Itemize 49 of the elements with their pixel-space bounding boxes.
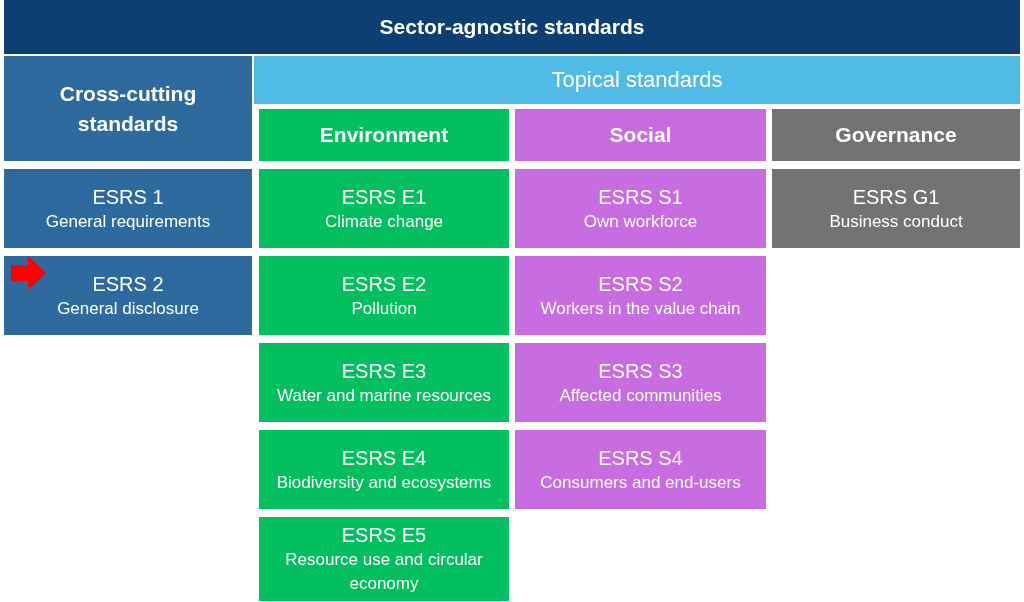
- standard-code: ESRS S2: [598, 271, 683, 297]
- standard-box: [4, 169, 252, 248]
- standard-name: Biodiversity and ecosystems: [276, 471, 492, 494]
- standard-box: [515, 256, 766, 335]
- standard-box: [259, 169, 509, 248]
- standard-code: ESRS S3: [598, 358, 683, 384]
- standard-box: [259, 517, 509, 601]
- header-bar: [4, 0, 1020, 54]
- group-box: [4, 56, 252, 161]
- heading: Cross-cutting standards: [58, 80, 198, 137]
- banner-bar: [254, 56, 1020, 104]
- standard-box: [4, 256, 252, 335]
- standard-box: [515, 169, 766, 248]
- standard-name: Pollution: [351, 297, 417, 320]
- standard-code: ESRS E5: [341, 523, 427, 548]
- heading: Social: [609, 122, 672, 148]
- heading: Topical standards: [551, 66, 723, 94]
- standard-name: Consumers and end-users: [540, 471, 741, 494]
- category-box: [515, 109, 766, 161]
- standard-code: ESRS S1: [598, 184, 683, 210]
- standard-box: [259, 256, 509, 335]
- standard-name: Affected communities: [559, 384, 722, 407]
- category-box: [772, 109, 1020, 161]
- standard-code: ESRS E3: [341, 358, 427, 384]
- heading: Governance: [835, 122, 957, 148]
- standard-code: ESRS E4: [341, 445, 427, 471]
- standard-name: Own workforce: [583, 210, 698, 233]
- standard-name: Business conduct: [829, 210, 963, 233]
- standard-box: [772, 169, 1020, 248]
- standard-code: ESRS E2: [341, 271, 427, 297]
- standard-box: [259, 343, 509, 422]
- standard-box: [259, 430, 509, 509]
- standard-code: ESRS 1: [92, 184, 164, 210]
- standard-code: ESRS S4: [598, 445, 683, 471]
- standard-code: ESRS G1: [852, 184, 940, 210]
- standard-code: ESRS 2: [92, 271, 164, 297]
- standard-name: General requirements: [45, 210, 211, 233]
- standard-name: Water and marine resources: [277, 384, 491, 407]
- heading: Sector-agnostic standards: [379, 14, 645, 40]
- arrow: [11, 256, 46, 290]
- standard-name: General disclosure: [57, 297, 199, 320]
- standard-box: [515, 430, 766, 509]
- standard-name: Workers in the value chain: [540, 297, 741, 320]
- standard-name: Climate change: [324, 210, 444, 233]
- standard-code: ESRS E1: [341, 184, 427, 210]
- standard-box: [515, 343, 766, 422]
- heading: Environment: [319, 122, 449, 148]
- category-box: [259, 109, 509, 161]
- standard-name: Resource use and circular economy: [284, 549, 484, 595]
